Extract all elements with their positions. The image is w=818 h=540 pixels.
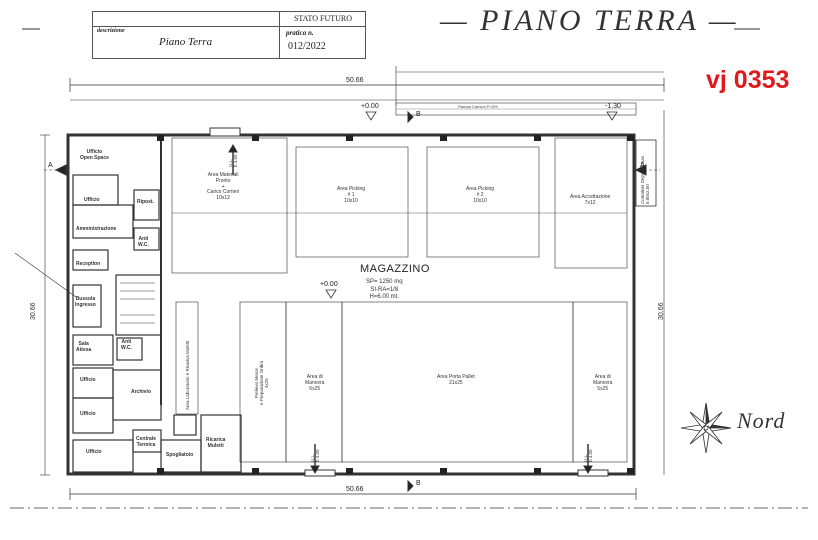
- level-minus: -1.30: [605, 103, 621, 110]
- room-ufficio-3: Ufficio: [80, 411, 96, 417]
- bottom-width-dim: 50.66: [346, 486, 364, 493]
- room-reception: Reception: [76, 261, 101, 267]
- pratica-label: pratica n.: [286, 29, 314, 37]
- zone-picking-2: Area Picking # 2 10x10: [466, 186, 495, 204]
- pratica-value: 012/2022: [288, 41, 326, 52]
- magazzino-sp: SP= 1250 mq: [366, 279, 403, 285]
- description-value: Piano Terra: [159, 36, 213, 48]
- room-sala-attesa: Sala Attesa: [76, 341, 92, 353]
- zone-accettazione: Area Accettazione 7x12: [570, 194, 611, 206]
- section-b-bottom: B: [416, 480, 421, 487]
- room-spogliatoio: Spogliatoio: [166, 452, 194, 458]
- zone-prelievo: Prelievo Merce e Preparazione Ordini 4x2…: [254, 361, 269, 405]
- room-antiwc-1: Anti W.C.: [138, 236, 149, 248]
- magazzino-details: SP= 1250 mq SI-RA=1/8 H=6.00 mt.: [366, 279, 403, 302]
- container-label: Container Deposito Gas 5.00x2.50: [640, 155, 650, 204]
- room-centrale-termica: Centrale Termica: [136, 436, 157, 448]
- room-ufficio-1: Ufficio: [84, 197, 100, 203]
- zone-manovra-2: Area di Manovra 5x25: [593, 374, 613, 392]
- title-block: STATO FUTURO descrizione Piano Terra pra…: [92, 11, 366, 59]
- magazzino-height: H=6.00 mt.: [369, 294, 400, 300]
- room-archivio: Archivio: [131, 389, 152, 395]
- north-label: Nord: [737, 408, 786, 433]
- ul-label-bottom-1: U.L. h 4.50: [310, 449, 320, 462]
- plan-title: — PIANO TERRA —: [440, 4, 739, 37]
- ul-label-top: U.L. h 4.50: [228, 154, 238, 167]
- room-ufficio-4: Ufficio: [86, 449, 102, 455]
- right-height-dim: 30.66: [658, 302, 665, 320]
- magazzino-title: MAGAZZINO: [360, 263, 430, 275]
- zone-laboratorio: Area Laboratorio e Ricarica Muletti: [185, 340, 190, 410]
- room-amministrazione: Amministrazione: [76, 226, 117, 232]
- level-top: +0.00: [361, 103, 379, 110]
- room-ripost: Ripost.: [137, 199, 154, 205]
- reference-code: vj 0353: [706, 66, 790, 94]
- top-width-dim: 50.66: [346, 77, 364, 84]
- ul-label-bottom-2: U.L. h 4.50: [583, 449, 593, 462]
- zone-area-materiali: Area Materiali Pronto + Carico Corrieri …: [207, 172, 240, 201]
- room-antiwc-2: Anti W.C.: [121, 339, 132, 351]
- zone-porta-pallet: Area Porta Pallet 21x25: [437, 374, 475, 386]
- section-a-right: A: [640, 162, 645, 169]
- room-office-open: Ufficio Open Space: [80, 149, 109, 161]
- section-b-top: B: [416, 111, 421, 118]
- room-ricarica: Ricarica Muletti: [206, 437, 226, 449]
- zone-manovra-1: Area di Manovra 6x25: [305, 374, 325, 392]
- zone-picking-1: Area Picking # 1 10x10: [337, 186, 366, 204]
- description-label: descrizione: [97, 28, 125, 34]
- ramp-label: Rampa Camion P=5%: [458, 104, 498, 109]
- magazzino-sira: SI-RA=1/8: [370, 286, 399, 293]
- level-center: +0.00: [320, 281, 338, 288]
- section-a-left: A: [48, 162, 53, 169]
- left-height-dim: 30.66: [30, 302, 37, 320]
- room-ufficio-2: Ufficio: [80, 377, 96, 383]
- room-bussola: Bussola Ingresso: [75, 296, 96, 308]
- status-label: STATO FUTURO: [279, 12, 366, 26]
